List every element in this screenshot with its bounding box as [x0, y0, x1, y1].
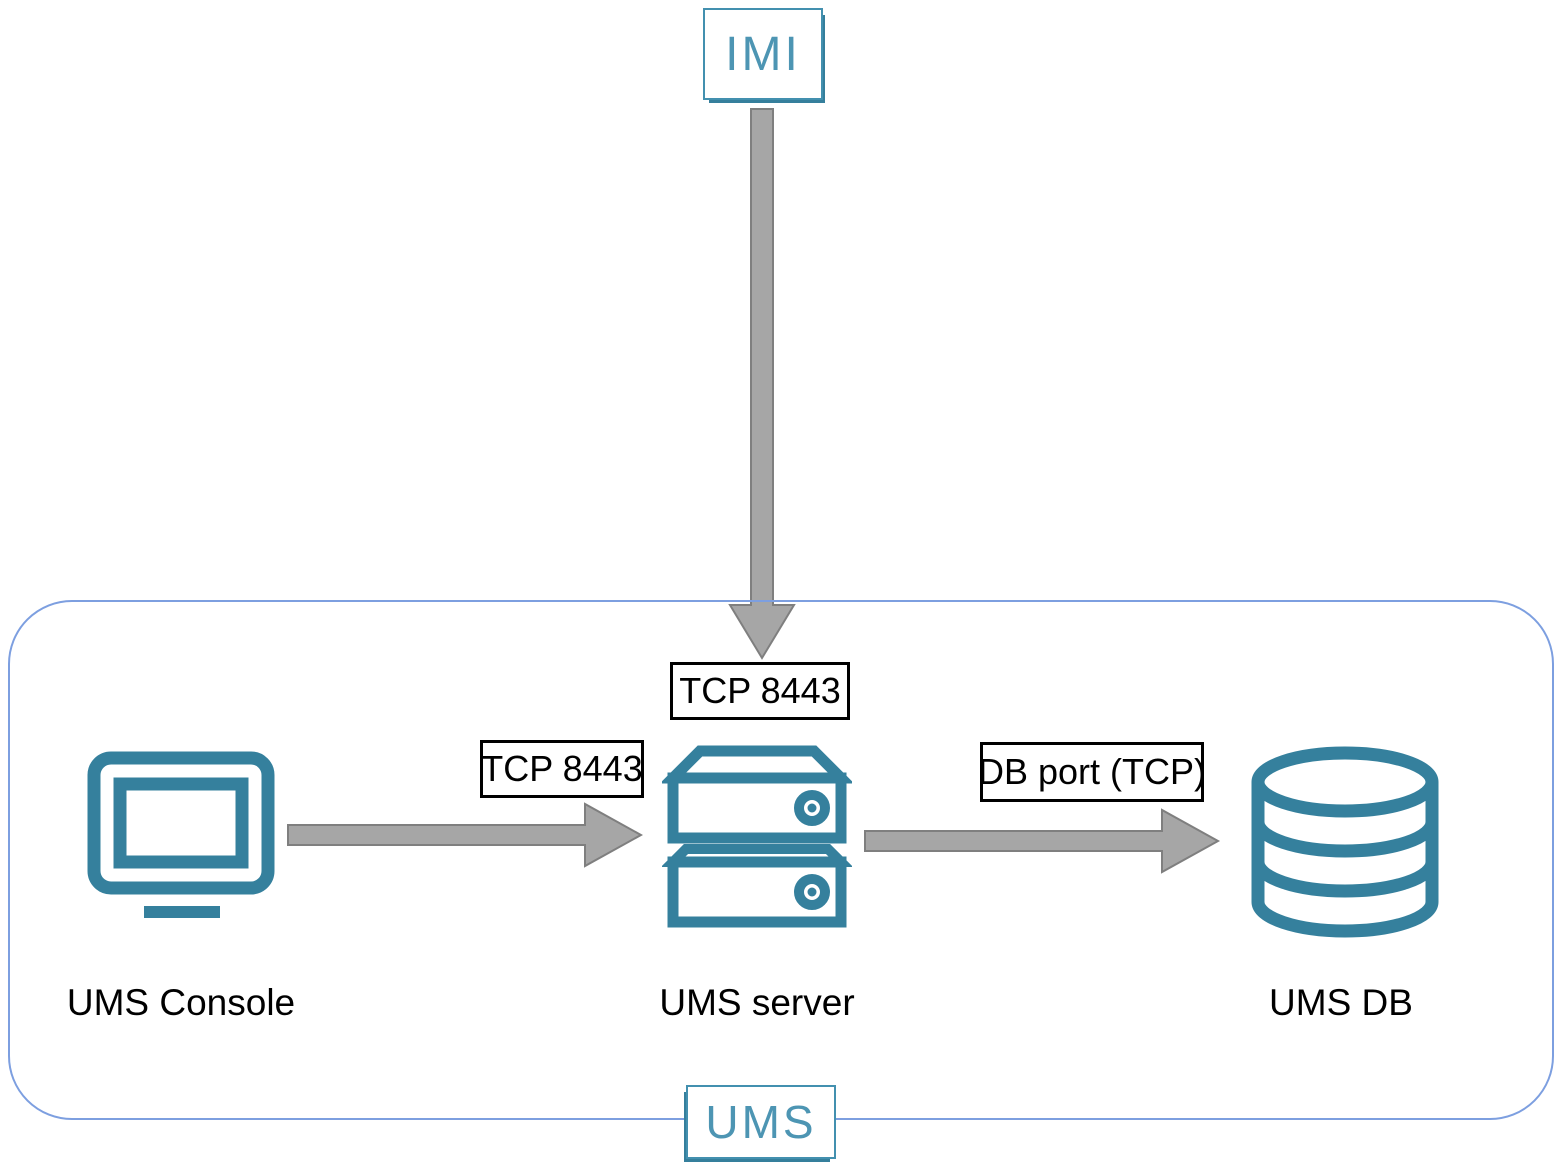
monitor-icon [87, 751, 275, 918]
arrow-console-to-server [287, 802, 643, 868]
node-label-ums-db: UMS DB [1269, 982, 1413, 1023]
port-label-text: DB port (TCP) [977, 751, 1207, 792]
external-system-label: IMI [725, 27, 801, 81]
port-label-server-to-db: DB port (TCP) [977, 742, 1207, 802]
boundary-tag-box: UMS [686, 1085, 836, 1159]
port-label-console-to-server: TCP 8443 [480, 740, 644, 798]
port-label-imi-to-server: TCP 8443 [670, 662, 850, 720]
port-label-text: TCP 8443 [481, 748, 643, 789]
database-icon [1251, 746, 1439, 938]
external-system-box: IMI [703, 8, 823, 100]
arrow-imi-to-ums-server [728, 108, 796, 660]
arrow-server-to-db [864, 808, 1221, 874]
boundary-tag-label: UMS [705, 1096, 817, 1148]
server-icon [662, 745, 852, 928]
node-label-ums-server: UMS server [659, 982, 855, 1023]
port-label-text: TCP 8443 [679, 670, 841, 711]
node-label-ums-console: UMS Console [66, 982, 296, 1023]
